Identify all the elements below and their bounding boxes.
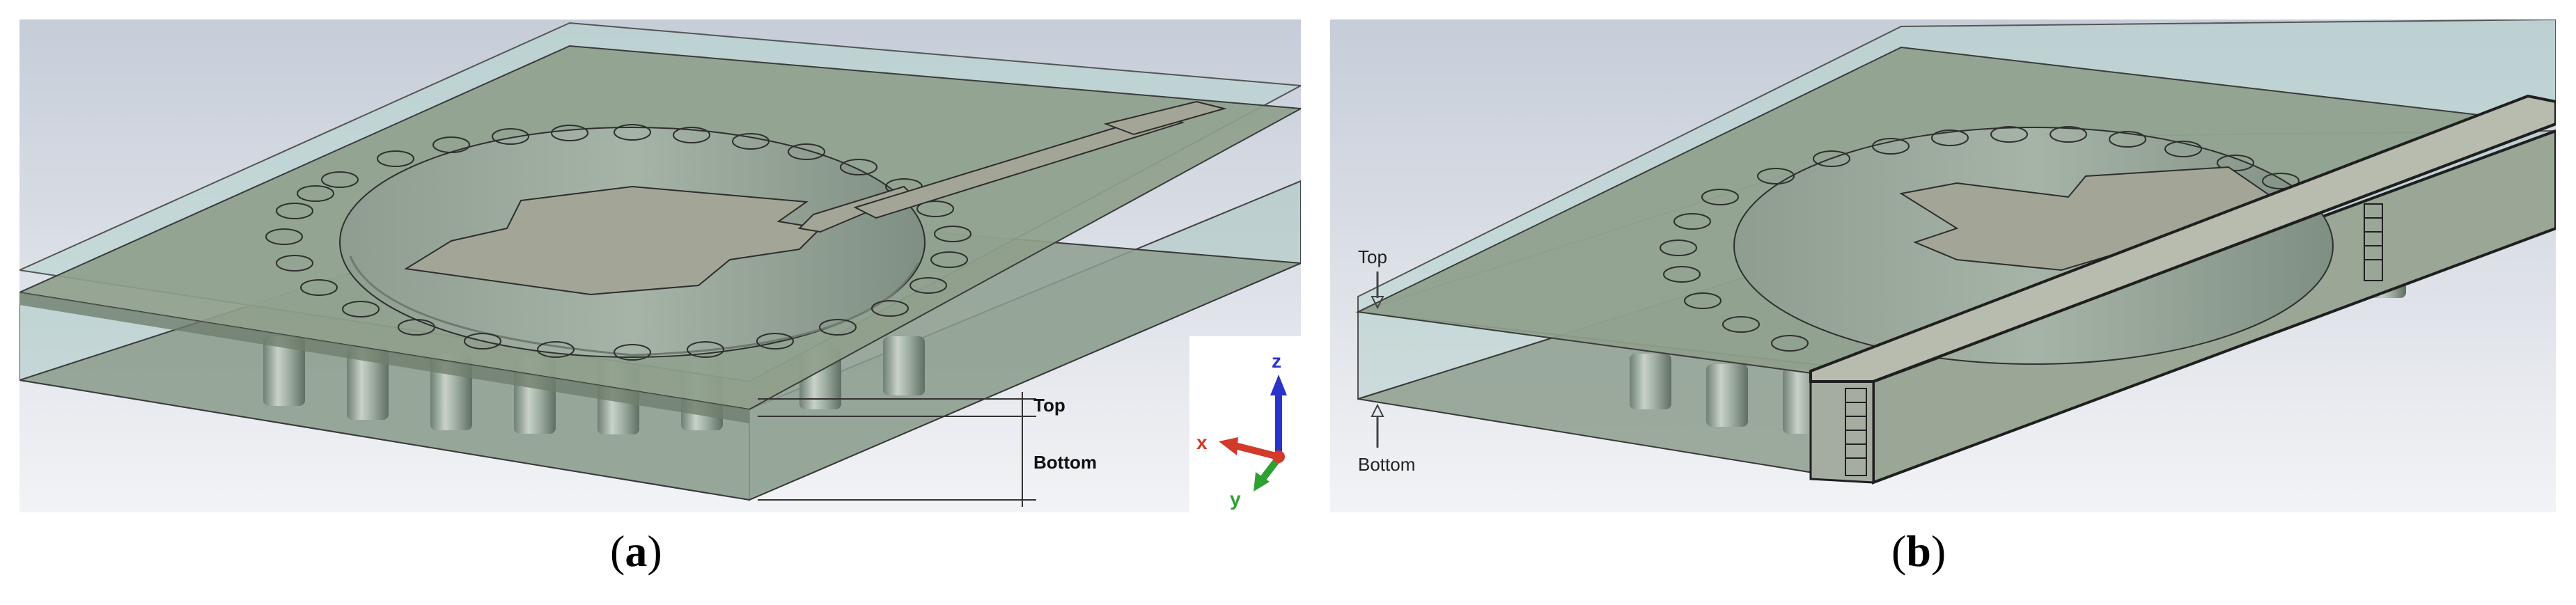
radiating-patch (404, 185, 822, 296)
z-axis-arrowhead (1270, 375, 1287, 395)
y-axis-label: y (1230, 488, 1241, 510)
axis-triad: z x y (1189, 336, 1301, 512)
panel-b-antenna-view: Top Bottom (1330, 19, 2556, 512)
caption-a: (a) (610, 526, 662, 577)
microstrip-feed-line (853, 112, 1185, 219)
label-bottom: Bottom (1358, 454, 1415, 475)
waveguide-top-rail (1809, 94, 2556, 383)
panel-a-drawing: Top Bottom z x y (19, 19, 1301, 512)
top-arrow-indicator (1371, 272, 1384, 310)
z-axis-label: z (1272, 350, 1281, 372)
wall-ladder-front (1845, 388, 1867, 476)
via-hole-ring (265, 124, 971, 361)
dimension-lines (758, 392, 1036, 507)
panel-a-antenna-view: Top Bottom z x y (19, 19, 1301, 512)
label-top: Top (1033, 395, 1065, 416)
caption-b-letter: b (1906, 526, 1931, 576)
waveguide-end-face (1809, 380, 1875, 484)
label-top: Top (1358, 246, 1387, 267)
x-axis-arrowhead (1219, 437, 1238, 455)
caption-a-close: ) (647, 526, 662, 576)
wall-ladder-rear (2364, 203, 2383, 281)
caption-b-open: ( (1891, 526, 1907, 576)
axis-origin (1272, 450, 1285, 463)
label-bottom: Bottom (1033, 452, 1097, 473)
caption-a-open: ( (610, 526, 625, 576)
cavity-wall-edge (349, 256, 919, 356)
x-axis-label: x (1196, 432, 1208, 453)
top-plane-edge (19, 292, 749, 423)
x-axis-arrow (1233, 442, 1280, 460)
caption-a-letter: a (625, 526, 648, 576)
feed-port-pad (1103, 100, 1227, 136)
caption-b: (b) (1891, 526, 1946, 577)
waveguide-edge-line (1873, 123, 2556, 383)
y-axis-arrowhead (1254, 472, 1270, 492)
bottom-arrow-indicator (1371, 403, 1384, 448)
via-hole-ring (1660, 126, 2300, 352)
panel-b-drawing: Top Bottom (1330, 19, 2556, 512)
caption-b-close: ) (1930, 526, 1946, 576)
axis-triad-background (1189, 336, 1301, 512)
feed-transition (797, 185, 912, 233)
